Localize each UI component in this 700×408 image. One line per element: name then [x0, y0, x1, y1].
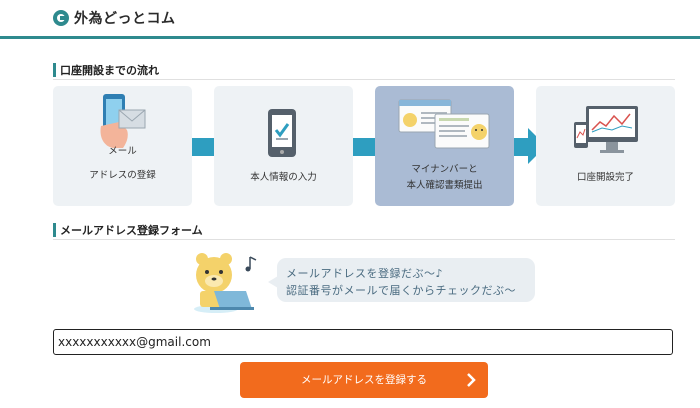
speech-bubble: メールアドレスを登録だぶ～♪ 認証番号がメールで届くからチェックだぶ～ — [277, 258, 535, 302]
heading-accent-bar — [53, 63, 56, 77]
register-email-button-label: メールアドレスを登録する — [301, 374, 427, 386]
step-connector-3 — [514, 138, 530, 156]
speech-bubble-tail — [268, 276, 278, 288]
site-header: 外為どっとコム — [0, 0, 700, 37]
step-2-label: 本人情報の入力 — [250, 172, 317, 183]
step-1-label-line-1: メール — [108, 146, 137, 157]
step-3-label-line-2: 本人確認書類提出 — [406, 180, 483, 191]
header-divider — [0, 36, 700, 39]
phone-check-icon — [268, 109, 296, 157]
speech-bubble-line-2: 認証番号がメールで届くからチェックだぶ～ — [286, 284, 516, 297]
logo-mark-icon — [53, 10, 69, 26]
heading-accent-bar — [53, 223, 56, 237]
form-section-title: メールアドレス登録フォーム — [60, 224, 203, 237]
mascot-icon — [194, 253, 257, 313]
logo[interactable]: 外為どっとコム — [53, 8, 176, 28]
step-personal-info: 本人情報の入力 — [214, 86, 353, 206]
step-4-label: 口座開設完了 — [576, 172, 634, 183]
email-field[interactable] — [53, 329, 673, 355]
flow-section-heading: 口座開設までの流れ — [53, 62, 675, 80]
logo-text: 外為どっとコム — [74, 11, 176, 27]
step-id-documents: マイナンバーと 本人確認書類提出 — [375, 86, 514, 206]
speech-bubble-line-1: メールアドレスを登録だぶ～♪ — [286, 267, 444, 280]
phone-mail-icon — [100, 94, 146, 148]
flow-section-title: 口座開設までの流れ — [60, 64, 159, 77]
step-connector-2 — [353, 138, 375, 156]
monitor-chart-icon — [574, 106, 638, 153]
register-email-button[interactable]: メールアドレスを登録する — [240, 362, 488, 398]
step-connector-1 — [192, 138, 214, 156]
id-cards-icon — [398, 99, 490, 149]
form-section-heading: メールアドレス登録フォーム — [53, 222, 675, 240]
step-1-label-line-2: アドレスの登録 — [89, 170, 156, 181]
step-email-registration: メール アドレスの登録 — [53, 86, 192, 206]
step-account-complete: 口座開設完了 — [536, 86, 675, 206]
chevron-right-icon — [467, 373, 476, 387]
step-3-label-line-1: マイナンバーと — [411, 164, 478, 175]
